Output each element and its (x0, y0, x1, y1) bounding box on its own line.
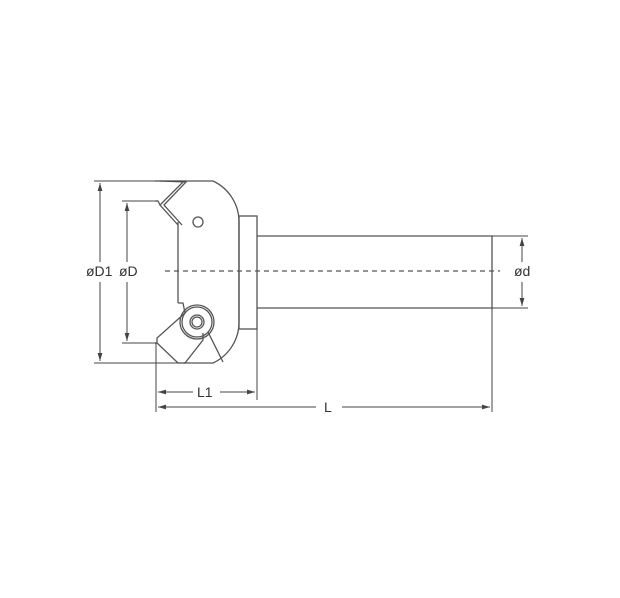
cutter-head (155, 180, 240, 364)
dimension-label-l1: L1 (195, 384, 215, 400)
collar (238, 215, 258, 330)
dimension-label-l: L (322, 399, 334, 415)
dimension-label-shank-d: ød (512, 263, 533, 279)
dimension-label-d: øD (117, 263, 140, 279)
shank (257, 235, 493, 309)
dimension-label-d1: øD1 (84, 263, 115, 279)
